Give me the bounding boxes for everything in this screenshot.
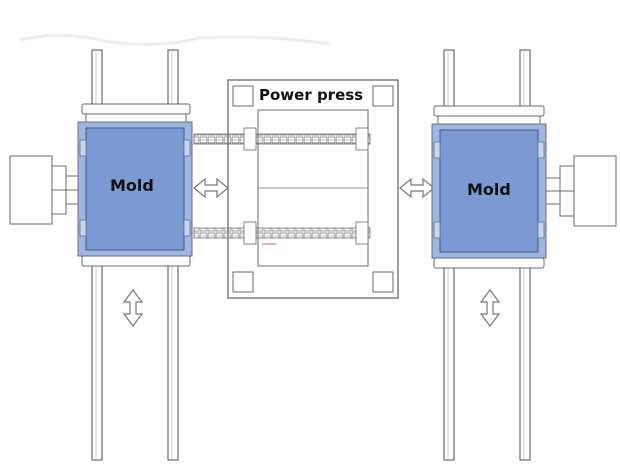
- top-smudge: [19, 34, 331, 46]
- right-horizontal-arrow-icon: [399, 177, 435, 199]
- right-mold-label: Mold: [467, 180, 511, 199]
- left-station: [9, 49, 193, 461]
- right-station: [431, 49, 617, 461]
- power-press: [193, 79, 399, 299]
- power-press-label: Power press: [259, 86, 364, 104]
- left-drive-unit: [9, 155, 82, 225]
- right-drive-unit: [544, 155, 617, 227]
- left-horizontal-arrow-icon: [193, 177, 229, 199]
- right-vertical-arrow-icon: [479, 289, 501, 327]
- left-mold-label: Mold: [110, 176, 154, 195]
- left-vertical-arrow-icon: [122, 289, 144, 327]
- press-chain-conveyors: [193, 127, 371, 245]
- right-mold: [431, 123, 547, 259]
- left-mold: [77, 121, 193, 257]
- press-corner-pads: [232, 85, 394, 293]
